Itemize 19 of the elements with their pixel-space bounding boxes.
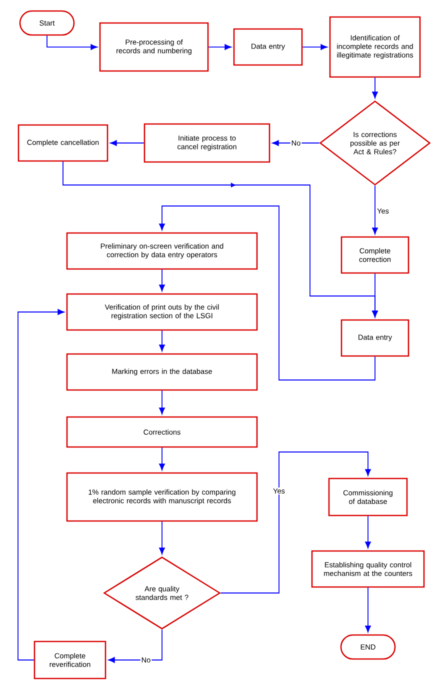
arrow bbox=[372, 77, 378, 98]
arrow bbox=[159, 521, 165, 554]
arrow bbox=[208, 44, 232, 50]
arrow bbox=[159, 206, 376, 380]
arrow bbox=[372, 273, 378, 318]
arrow bbox=[365, 587, 371, 632]
arrow bbox=[46, 35, 98, 50]
arrow bbox=[108, 629, 162, 663]
arrow bbox=[110, 140, 144, 146]
arrow bbox=[220, 452, 371, 594]
arrow bbox=[159, 330, 165, 352]
arrow bbox=[159, 269, 165, 292]
arrow bbox=[302, 44, 328, 50]
arrow bbox=[372, 185, 378, 234]
arrow bbox=[365, 516, 371, 548]
arrow bbox=[159, 447, 165, 470]
arrow bbox=[18, 309, 64, 660]
arrow bbox=[159, 390, 165, 414]
arrow bbox=[272, 140, 320, 146]
